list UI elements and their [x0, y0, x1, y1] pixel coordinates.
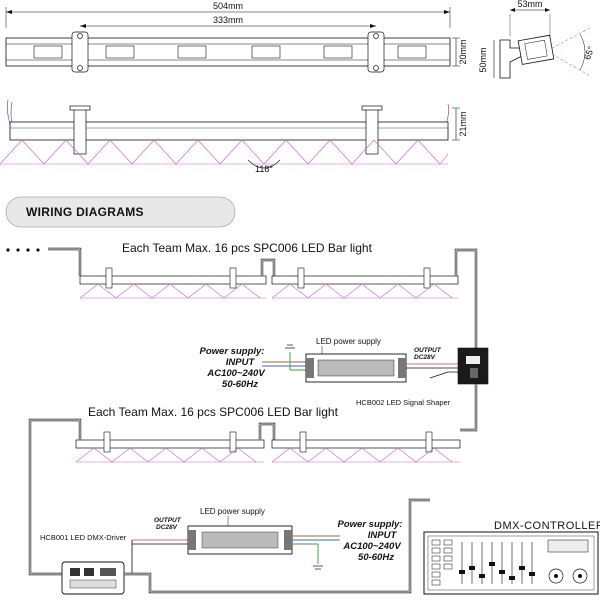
ps2-output-voltage: DC28V: [156, 524, 178, 531]
team-2-label: Each Team Max. 16 pcs SPC006 LED Bar lig…: [88, 405, 339, 419]
overall-length-dimension: 504mm: [213, 1, 243, 11]
ps1-voltage: AC100~240V: [206, 368, 265, 379]
ps1-frequency: 50-60Hz: [222, 379, 258, 390]
ps1-input: INPUT: [226, 357, 256, 368]
dmx-controller-label: DMX-CONTROLLER: [494, 520, 600, 532]
power-supply-1: Power supply: INPUT AC100~240V 50-60Hz L…: [200, 337, 458, 390]
elevation-view-drawing: 118° 21mm: [0, 99, 468, 174]
section-banner: WIRING DIAGRAMS: [5, 196, 236, 228]
ps2-title: Power supply:: [338, 519, 403, 530]
team-2-bars: Each Team Max. 16 pcs SPC006 LED Bar lig…: [28, 405, 461, 576]
beam-angle-dimension: 118°: [255, 164, 273, 174]
bar-depth-dimension: 21mm: [458, 111, 468, 136]
ps2-voltage: AC100~240V: [342, 541, 401, 552]
dmx-controller: DMX-CONTROLLER: [423, 520, 600, 595]
side-angle-dimension: 65°: [582, 44, 596, 61]
power-supply-2: LED power supply OUTPUT DC28V Power supp…: [131, 507, 403, 574]
team-1-label: Each Team Max. 16 pcs SPC006 LED Bar lig…: [122, 241, 373, 255]
ps1-title: Power supply:: [200, 346, 265, 357]
bar-height-dimension: 20mm: [458, 39, 468, 64]
side-width-dimension: 53mm: [517, 0, 542, 9]
mount-spacing-dimension: 333mm: [213, 15, 243, 25]
signal-shaper-label: HCB002 LED Signal Shaper: [356, 398, 451, 407]
ps1-output-voltage: DC28V: [414, 354, 436, 361]
dmx-driver-label: HCB001 LED DMX-Driver: [40, 533, 127, 542]
team-1-bars: Each Team Max. 16 pcs SPC006 LED Bar lig…: [6, 241, 478, 348]
signal-shaper: HCB002 LED Signal Shaper: [356, 347, 489, 432]
ps2-output-label: OUTPUT: [154, 517, 182, 524]
ps2-psu-label: LED power supply: [200, 507, 265, 516]
side-height-dimension: 50mm: [478, 47, 488, 72]
ps1-output-label: OUTPUT: [414, 347, 442, 354]
side-view-drawing: 53mm 65° 50mm: [478, 0, 596, 79]
ps2-input: INPUT: [368, 530, 398, 541]
section-title: WIRING DIAGRAMS: [26, 205, 144, 219]
top-view-drawing: 504mm 333mm 20mm: [5, 1, 468, 73]
ps1-psu-label: LED power supply: [316, 337, 381, 346]
ps2-frequency: 50-60Hz: [358, 552, 394, 563]
dmx-driver: HCB001 LED DMX-Driver: [40, 498, 430, 595]
